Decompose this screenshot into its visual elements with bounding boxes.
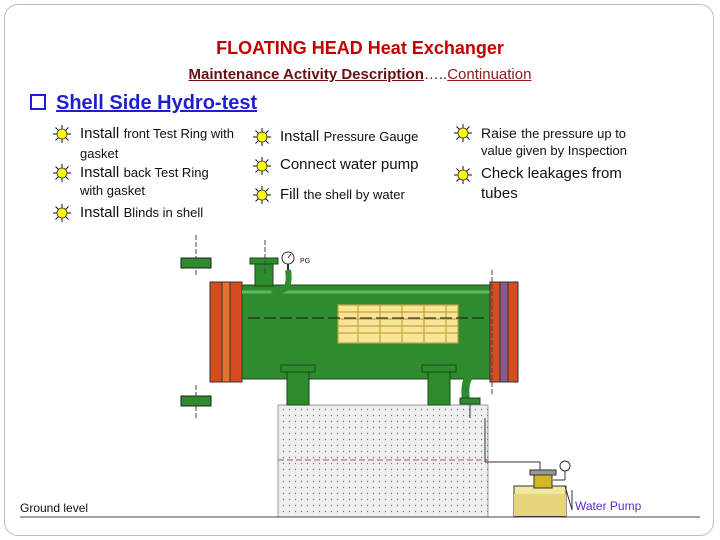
exchanger-shell [241,284,491,380]
checkbox-bullet-icon [30,93,46,110]
slide-title: FLOATING HEAD Heat Exchanger [216,38,504,58]
right-saddle [421,364,457,406]
water-pump-label: Water Pump [575,499,642,513]
shell-blind-bottom [180,385,212,420]
shell-blind-top [180,235,212,276]
back-test-ring [489,270,519,395]
step-pressure-gauge: Install Pressure Gauge [280,128,419,145]
pressure-gauge-label: PG [300,258,310,265]
subtitle-main: Maintenance Activity Description [188,66,424,83]
step-back-test-ring-cont: with gasket [80,183,146,198]
subtitle-dots: ….. [423,66,448,83]
front-test-ring [209,281,243,383]
water-supply-line [469,404,541,475]
slide-subtitle: Maintenance Activity Description…..Conti… [0,66,720,83]
step-front-test-ring: Install front Test Ring with [80,125,234,142]
left-saddle [280,364,316,406]
step-raise-pressure: Raise the pressure up to [481,125,627,141]
step-check-leakage-cont: tubes [481,185,518,202]
ground-level-label: Ground level [20,501,89,515]
step-blinds: Install Blinds in shell [80,204,204,221]
step-fill-shell: Fill the shell by water [280,186,405,203]
step-raise-pressure-cont: value given by Inspection [481,143,627,158]
water-pump [513,460,573,517]
step-connect-pump: Connect water pump [280,156,419,173]
step-back-test-ring: Install back Test Ring [80,164,209,181]
top-nozzle [249,240,292,294]
step-front-test-ring-cont: gasket [80,146,119,161]
pressure-gauge-icon [281,251,295,265]
section-heading-text: Shell Side Hydro-test [56,92,258,114]
concrete-foundation [277,404,489,518]
step-check-leakage: Check leakages from [481,165,622,182]
subtitle-continuation: Continuation [447,66,532,83]
section-heading: Shell Side Hydro-test [30,92,257,115]
